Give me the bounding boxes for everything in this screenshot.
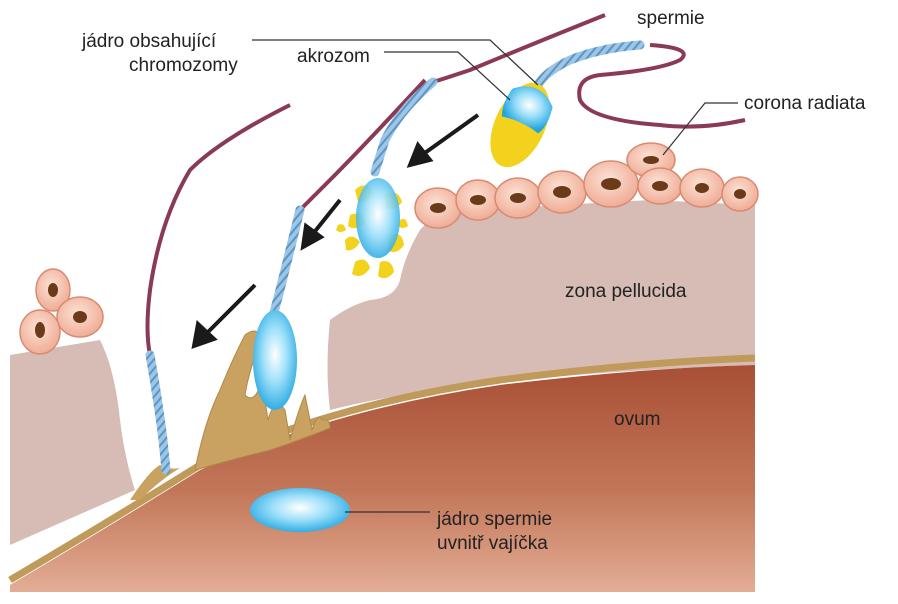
sperm-midpiece (272, 210, 300, 320)
leader-corona (663, 103, 738, 155)
label-zona-pellucida: zona pellucida (565, 281, 687, 302)
corona-cell (495, 178, 541, 218)
corona-cell (415, 188, 461, 228)
corona-cell (638, 168, 682, 204)
arrow-icon (410, 115, 478, 165)
label-acrosome: akrozom (297, 46, 370, 67)
corona-cell (722, 177, 758, 211)
sperm-tail (579, 45, 745, 127)
arrow-icon (303, 200, 340, 247)
corona-cell (57, 297, 103, 337)
label-nucleus-chromosomes-1: jádro obsahující (81, 31, 217, 52)
sperm-nucleus-in-egg (250, 488, 350, 532)
sperm-nucleus (356, 178, 400, 258)
corona-cell (20, 310, 60, 354)
corona-cell (456, 180, 500, 220)
label-ovum: ovum (614, 409, 660, 430)
leader-nucleus-chromosomes (252, 40, 538, 85)
label-sperm-nucleus-2: uvnitř vajíčka (437, 533, 548, 554)
sperm-nucleus (253, 310, 297, 410)
label-corona-radiata: corona radiata (744, 93, 866, 114)
label-sperm-nucleus-1: jádro spermie (436, 509, 552, 530)
sperm-midpiece (150, 355, 166, 470)
sperm-intact (478, 45, 745, 176)
sperm-head (478, 74, 561, 177)
label-nucleus-chromosomes-2: chromozomy (129, 55, 238, 76)
corona-cell (680, 169, 724, 207)
label-sperm: spermie (637, 8, 705, 29)
sperm-tail (433, 15, 605, 82)
corona-cell (538, 171, 586, 213)
corona-radiata-cells-left (20, 269, 103, 354)
